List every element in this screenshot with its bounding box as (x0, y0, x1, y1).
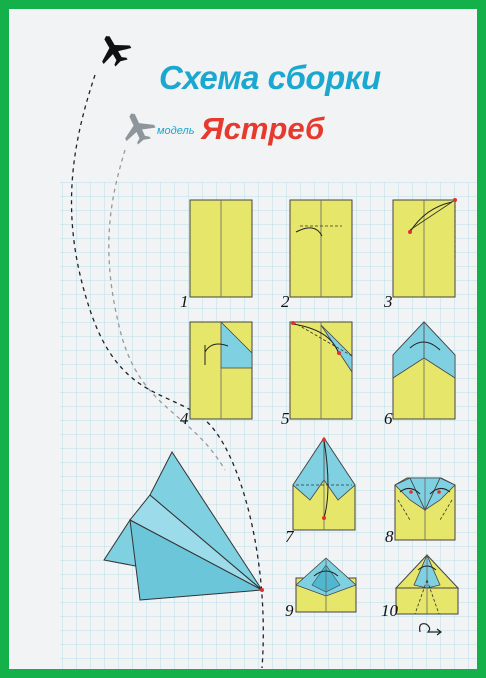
airplane-icon-black (92, 28, 135, 71)
step-8-diagram (395, 478, 455, 540)
step-number-2: 2 (281, 292, 290, 312)
step-4-diagram (190, 322, 252, 419)
step-number-7: 7 (285, 527, 294, 547)
title-model-name: Ястреб (201, 111, 324, 147)
step-number-8: 8 (385, 527, 394, 547)
step-2-diagram (290, 200, 352, 297)
step-number-9: 9 (285, 601, 294, 621)
step-number-4: 4 (180, 409, 189, 429)
title-line1: Схема сборки (159, 59, 381, 97)
step-number-1: 1 (180, 292, 189, 312)
step-1-diagram (190, 200, 252, 297)
title-model-prefix: модель (157, 125, 194, 137)
airplane-icon-gray (117, 107, 159, 149)
step-3-diagram (393, 198, 457, 297)
step-number-3: 3 (384, 292, 393, 312)
step-number-6: 6 (384, 409, 393, 429)
artwork (9, 9, 477, 669)
step-5-diagram (290, 321, 352, 419)
step-number-5: 5 (281, 409, 290, 429)
step-number-10: 10 (381, 601, 398, 621)
